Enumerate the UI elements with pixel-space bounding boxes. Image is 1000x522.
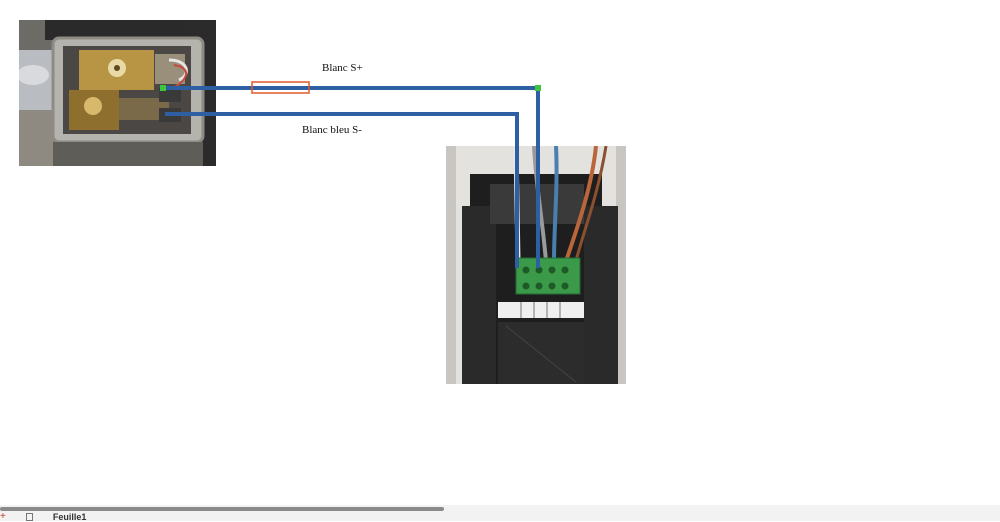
intercom-module-photo bbox=[446, 146, 626, 384]
junction-point-right bbox=[535, 85, 541, 91]
wire-negative-label: Blanc bleu S- bbox=[302, 124, 362, 136]
document-icon bbox=[25, 513, 33, 521]
sheet-tabs: + Feuille1 bbox=[0, 511, 87, 522]
sheet-tab-feuille1[interactable]: Feuille1 bbox=[52, 512, 87, 522]
fuse-symbol bbox=[251, 81, 310, 94]
plus-icon[interactable]: + bbox=[0, 511, 6, 522]
wire-positive-label: Blanc S+ bbox=[322, 62, 363, 74]
scrollbar-thumb[interactable] bbox=[0, 507, 444, 511]
junction-box-photo bbox=[19, 20, 216, 166]
